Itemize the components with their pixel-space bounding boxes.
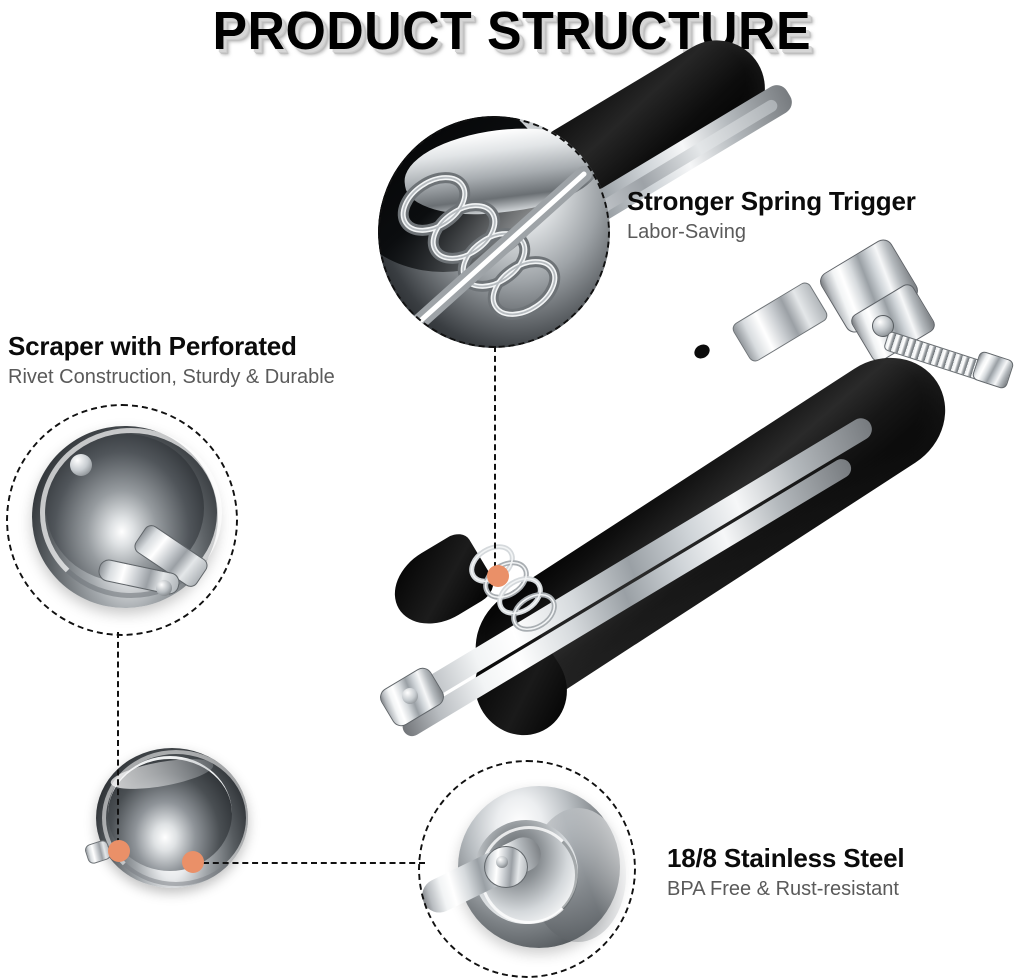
spring-trigger-heading: Stronger Spring Trigger (627, 186, 916, 216)
spring-trigger-subheading: Labor-Saving (627, 221, 746, 243)
callout-text-scraper: Scraper with Perforated Rivet Constructi… (8, 330, 335, 390)
spring-trigger-detail-image (378, 116, 610, 348)
scraper-heading: Scraper with Perforated (8, 331, 297, 361)
steel-collar-rivet (496, 856, 508, 868)
scraper-detail-image (6, 404, 238, 636)
product-rivet-hole (691, 341, 713, 362)
callout-circle-scraper[interactable] (6, 404, 238, 636)
product-spring-svg (469, 544, 557, 632)
product-spring-coil-area (450, 520, 600, 650)
steel-collar (484, 846, 528, 888)
hotspot-dot-spring (487, 565, 509, 587)
connector-steel-horizontal (203, 862, 425, 864)
stainless-steel-subheading: BPA Free & Rust-resistant (667, 878, 899, 900)
stainless-steel-heading: 18/8 Stainless Steel (667, 843, 905, 873)
connector-scraper-vertical (117, 632, 119, 854)
callout-circle-spring-trigger[interactable] (378, 116, 610, 348)
product-scoop-rim (102, 750, 248, 886)
scraper-rivet-ball (70, 454, 92, 476)
connector-spring-vertical (494, 346, 496, 578)
callout-text-stainless-steel: 18/8 Stainless Steel BPA Free & Rust-res… (667, 842, 905, 902)
hotspot-dot-steel (182, 851, 204, 873)
product-neck-rivet (402, 688, 418, 704)
stainless-steel-detail-image (418, 760, 636, 978)
scraper-lever-rivet (156, 580, 172, 596)
product-ratchet-end-clip (971, 350, 1015, 390)
scraper-subheading: Rivet Construction, Sturdy & Durable (8, 366, 335, 388)
hotspot-dot-scraper (108, 840, 130, 862)
callout-circle-stainless-steel[interactable] (418, 760, 636, 978)
callout-text-spring-trigger: Stronger Spring Trigger Labor-Saving (627, 185, 916, 245)
scraper-bowl-rim (40, 428, 222, 598)
product-steel-plate (730, 279, 830, 365)
spring-coil-svg (397, 166, 592, 340)
